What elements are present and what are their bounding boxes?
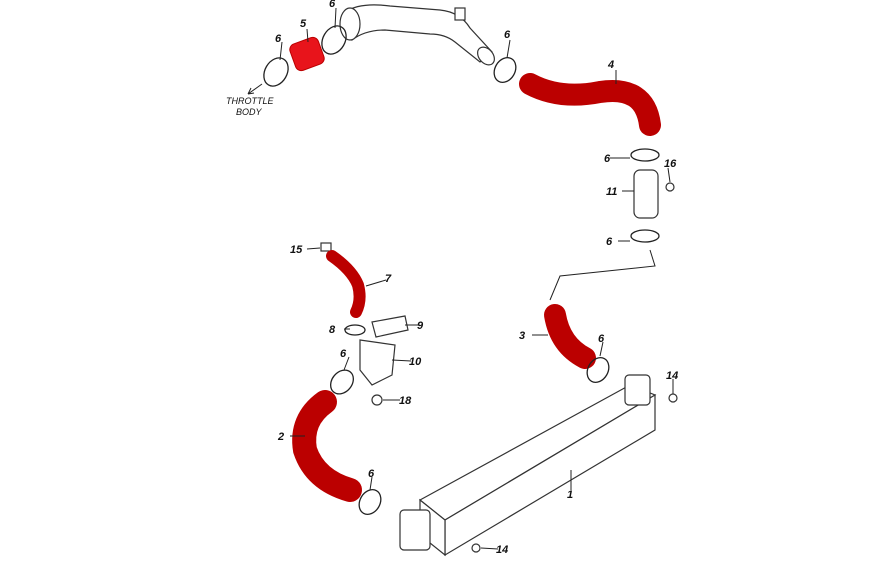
clip-15 [320,242,332,252]
callout: 6 [340,348,347,360]
clamp [321,25,347,55]
callout: 3 [519,330,525,342]
callout: 6 [329,0,336,10]
leader-lines [279,7,674,550]
hose-3 [544,304,596,369]
callout: 14 [666,370,678,382]
callout: 10 [409,356,422,368]
pipe-11 [633,169,659,219]
callout: 2 [277,431,284,443]
callout: 9 [417,320,424,332]
callout: 7 [385,273,392,285]
callout: 6 [598,333,605,345]
bolt-14 [668,393,678,403]
clamp [358,489,382,515]
callout: 6 [368,468,375,480]
clamp [630,229,660,243]
intake-pipe [339,4,495,66]
callout: 14 [496,544,508,556]
clamp [344,324,366,336]
hose-4 [519,73,661,136]
intercooler-1 [399,374,657,557]
throttle-body-label: BODY [236,107,263,117]
callout: 6 [275,33,282,45]
callout: 18 [399,395,412,407]
bolt-14 [471,543,481,553]
callout: 6 [606,236,613,248]
bolt-18 [371,394,383,406]
callout: 8 [329,324,336,336]
callout: 11 [606,186,617,198]
leader-line [549,249,656,301]
gasket-9 [371,315,409,338]
throttle-body-label: THROTTLE [226,96,274,106]
callout: 4 [607,59,614,71]
callout: 5 [300,18,307,30]
clamp [586,357,610,383]
clamp [630,148,660,162]
hose-7 [326,250,366,318]
callout: 1 [567,489,573,501]
clamp [493,57,517,83]
hose-2 [292,390,362,502]
housing-10 [359,339,396,386]
hose-5 [289,36,325,72]
callout: 6 [604,153,611,165]
bolt-16 [665,182,675,192]
callout: 16 [664,158,677,170]
clamp [263,57,289,87]
arrow-to-throttle-body [247,83,263,95]
callout: 6 [504,29,511,41]
callout: 15 [290,244,303,256]
clamp [330,369,354,395]
